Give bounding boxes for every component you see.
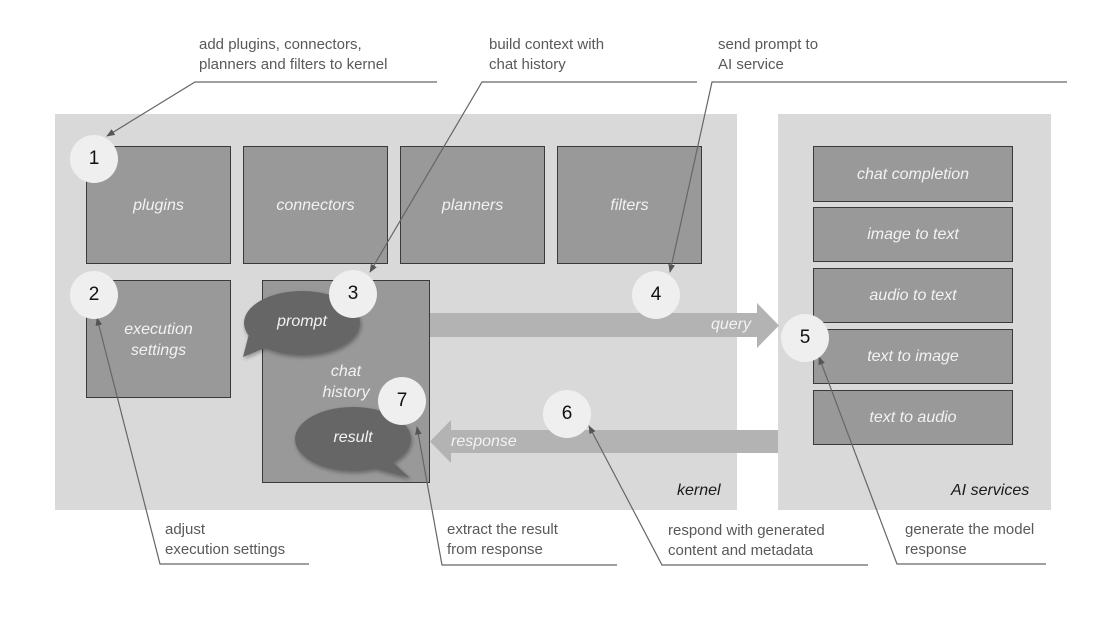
callout-step-4-line-2: AI service [718,56,784,73]
callout-line-2 [95,317,309,565]
ai-service-text-to-audio: text to audio [813,390,1013,445]
callout-step-5-line-2: response [905,541,967,558]
step-7-marker: 7 [378,377,426,425]
response-label: response [451,433,517,450]
callout-step-6-line-2: content and metadata [668,542,814,559]
ai-service-audio-to-text: audio to text [813,268,1013,323]
callout-step-2-line-2: execution settings [165,541,286,558]
query-arrow [430,303,779,348]
step-1-marker: 1 [70,135,118,183]
callout-line-4 [668,81,1067,273]
callout-step-6: respond with generated content and metad… [668,521,825,561]
callout-step-5-line-1: generate the model [905,521,1035,538]
result-bubble [295,407,411,478]
ai-service-text-to-image: text to image [813,329,1013,384]
callout-step-1-line-2: planners and filters to kernel [199,56,388,73]
ai-services-label: AI services [951,482,1030,499]
callout-step-4-line-1: send prompt to [718,36,819,53]
connectors-box: connectors [243,146,388,264]
kernel-label: kernel [677,482,721,499]
callout-step-7-line-2: from response [447,541,543,558]
prompt-bubble [243,291,360,357]
filters-box: filters [557,146,702,264]
execution-settings-label: execution settings [124,321,193,359]
callout-step-6-line-1: respond with generated [668,522,825,539]
callout-step-4: send prompt to AI service [718,35,818,75]
callout-step-2: adjust execution settings [165,520,285,560]
callout-line-7 [415,426,617,566]
callout-step-1: add plugins, connectors, planners and fi… [199,35,387,75]
callout-line-5 [818,356,1046,565]
callout-step-3-line-2: chat history [489,56,566,73]
ai-service-chat-completion: chat completion [813,146,1013,202]
callout-line-6 [588,425,868,566]
prompt-label: prompt [277,313,327,330]
callout-step-1-line-1: add plugins, connectors, [199,36,362,53]
callout-step-7-line-1: extract the result [447,521,558,538]
callout-step-3-line-1: build context with [489,36,605,53]
callout-step-5: generate the model response [905,520,1034,560]
planners-box: planners [400,146,545,264]
result-label: result [333,429,373,446]
step-2-marker: 2 [70,271,118,319]
step-4-marker: 4 [632,271,680,319]
step-3-marker: 3 [329,270,377,318]
chat-history-label: chat history [322,363,370,401]
query-label: query [711,316,752,333]
step-6-marker: 6 [543,390,591,438]
callout-step-7: extract the result from response [447,520,558,560]
ai-service-image-to-text: image to text [813,207,1013,262]
callout-line-3 [369,81,697,273]
callout-line-1 [106,81,437,137]
step-5-marker: 5 [781,314,829,362]
response-arrow [430,420,778,463]
callout-step-2-line-1: adjust [165,521,206,538]
callout-step-3: build context with chat history [489,35,604,75]
